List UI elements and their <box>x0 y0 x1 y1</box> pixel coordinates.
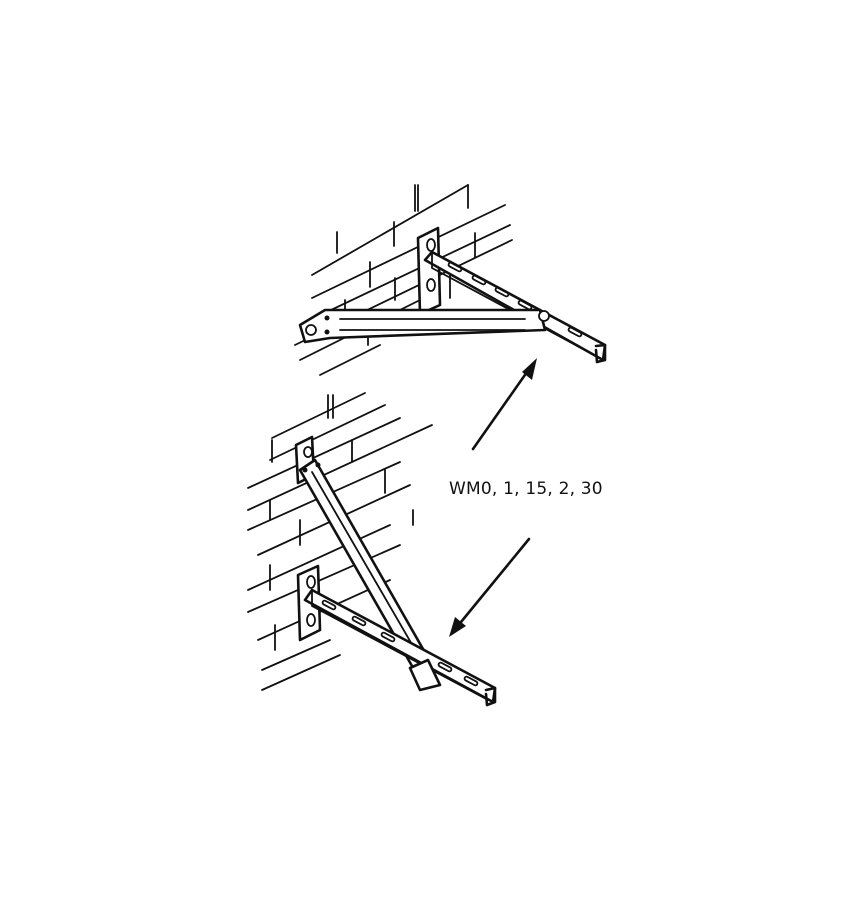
top-channel-arm <box>423 250 607 364</box>
model-numbers-label: WM0, 1, 15, 2, 30 <box>449 479 603 499</box>
arrow-to-bottom-bracket <box>449 537 531 637</box>
bottom-channel-arm <box>303 588 497 707</box>
top-horizontal-strut <box>298 308 550 344</box>
arrow-to-top-bracket <box>471 358 537 451</box>
top-wall-plate <box>416 226 442 316</box>
